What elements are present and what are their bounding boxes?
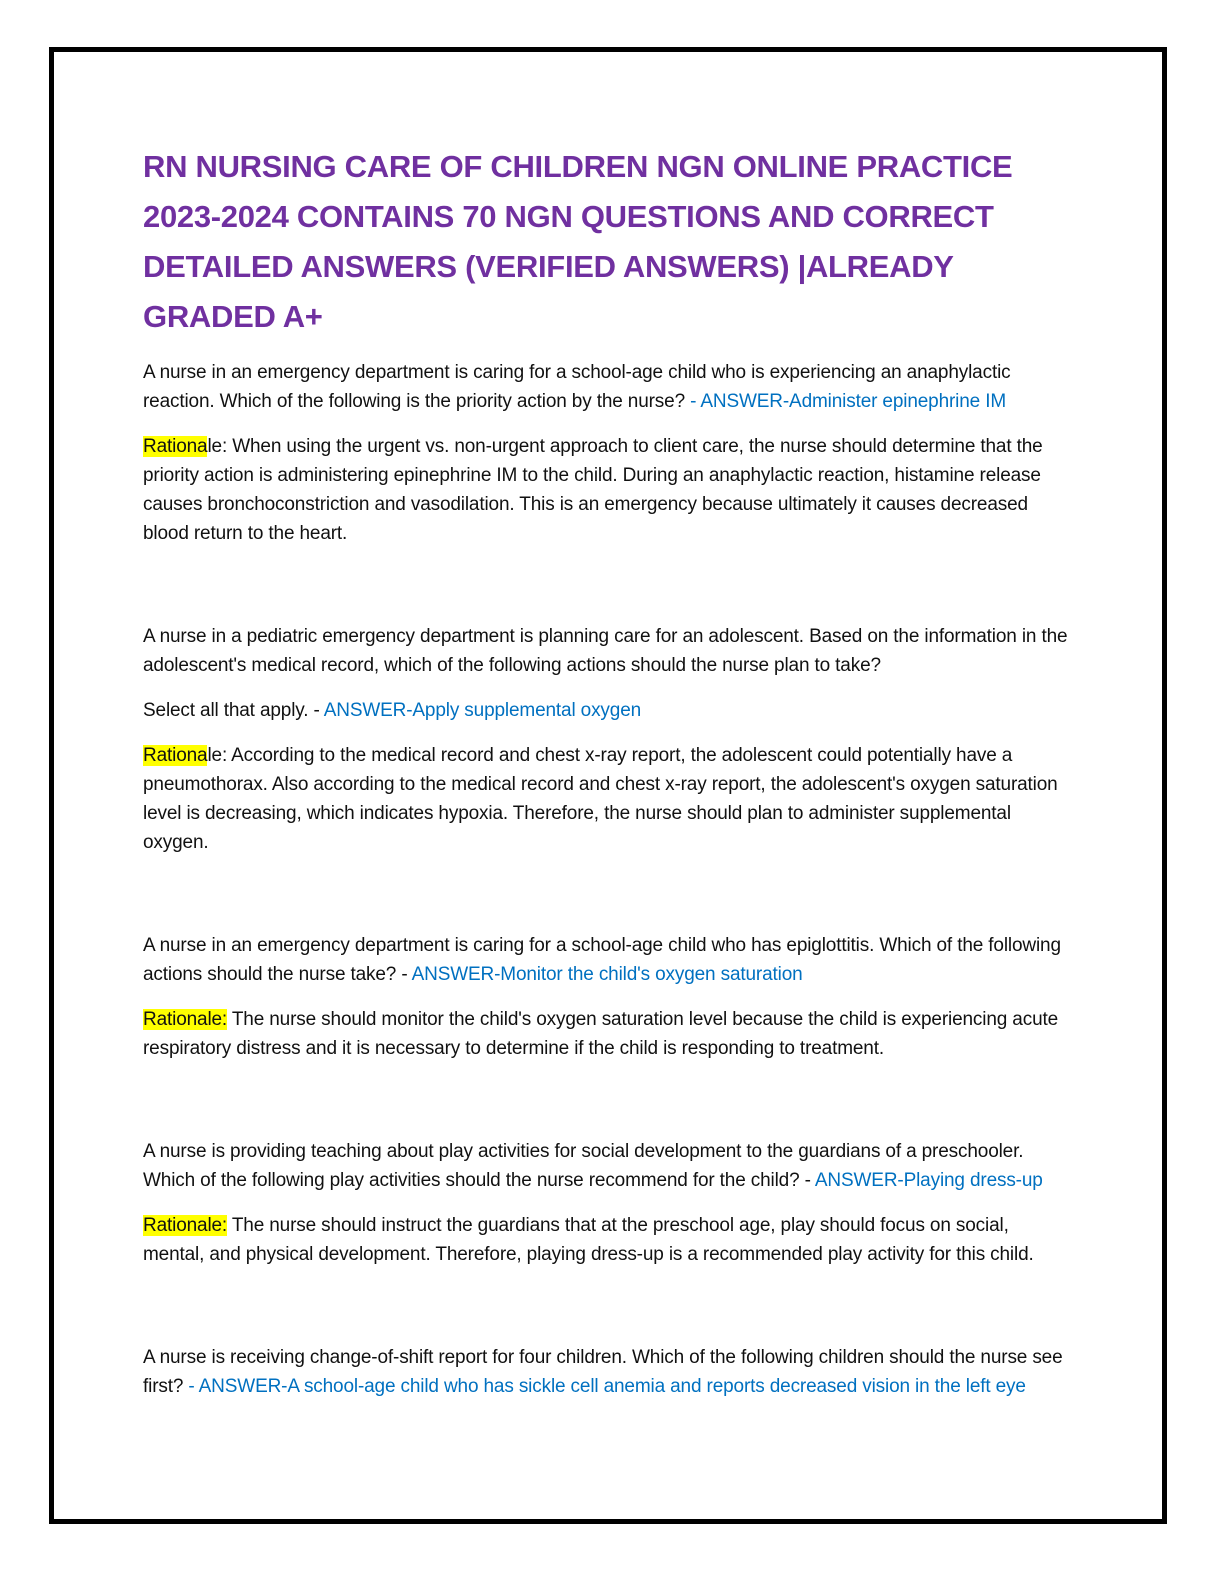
answer-text: ANSWER-Apply supplemental oxygen	[323, 700, 642, 721]
question-text: A nurse is receiving change-of-shift rep…	[143, 1347, 1063, 1397]
rationale-4: Rationale: The nurse should instruct the…	[143, 1211, 1075, 1269]
rationale-label: Rationa	[143, 436, 208, 457]
answer-text: - ANSWER-Administer epinephrine IM	[690, 391, 1007, 412]
answer-text: ANSWER-Monitor the child's oxygen satura…	[411, 964, 803, 985]
answer-text: ANSWER-Playing dress-up	[814, 1170, 1043, 1191]
rationale-text: The nurse should monitor the child's oxy…	[143, 1009, 1059, 1059]
question-3: A nurse in an emergency department is ca…	[143, 931, 1075, 989]
question-4: A nurse is providing teaching about play…	[143, 1137, 1075, 1195]
question-5: A nurse is receiving change-of-shift rep…	[143, 1343, 1075, 1401]
select-all-line: Select all that apply. - ANSWER-Apply su…	[143, 696, 1075, 725]
question-text: A nurse is providing teaching about play…	[143, 1141, 1024, 1191]
rationale-3: Rationale: The nurse should monitor the …	[143, 1005, 1075, 1063]
rationale-text: e: When using the urgent vs. non-urgent …	[143, 436, 1043, 544]
question-1: A nurse in an emergency department is ca…	[143, 358, 1075, 416]
rationale-1: Rationale: When using the urgent vs. non…	[143, 432, 1075, 548]
page-border	[49, 47, 1167, 1524]
rationale-label: Rationale:	[143, 1215, 228, 1236]
question-text: A nurse in a pediatric emergency departm…	[143, 626, 1068, 676]
question-2: A nurse in a pediatric emergency departm…	[143, 622, 1075, 680]
question-text: A nurse in an emergency department is ca…	[143, 935, 1061, 985]
question-text: A nurse in an emergency department is ca…	[143, 362, 1011, 412]
rationale-text: e: According to the medical record and c…	[143, 745, 1058, 853]
document-title: RN NURSING CARE OF CHILDREN NGN ONLINE P…	[143, 149, 1013, 334]
select-all-text: Select all that apply. -	[143, 700, 324, 721]
rationale-text: The nurse should instruct the guardians …	[143, 1215, 1034, 1265]
rationale-label: Rationale:	[143, 1009, 228, 1030]
rationale-label-rest: l	[207, 745, 212, 766]
document-body: RN NURSING CARE OF CHILDREN NGN ONLINE P…	[143, 142, 1075, 1401]
rationale-label: Rationa	[143, 745, 208, 766]
rationale-2: Rationale: According to the medical reco…	[143, 741, 1075, 857]
rationale-label-rest: l	[207, 436, 212, 457]
answer-text: - ANSWER-A school-age child who has sick…	[188, 1376, 1026, 1397]
